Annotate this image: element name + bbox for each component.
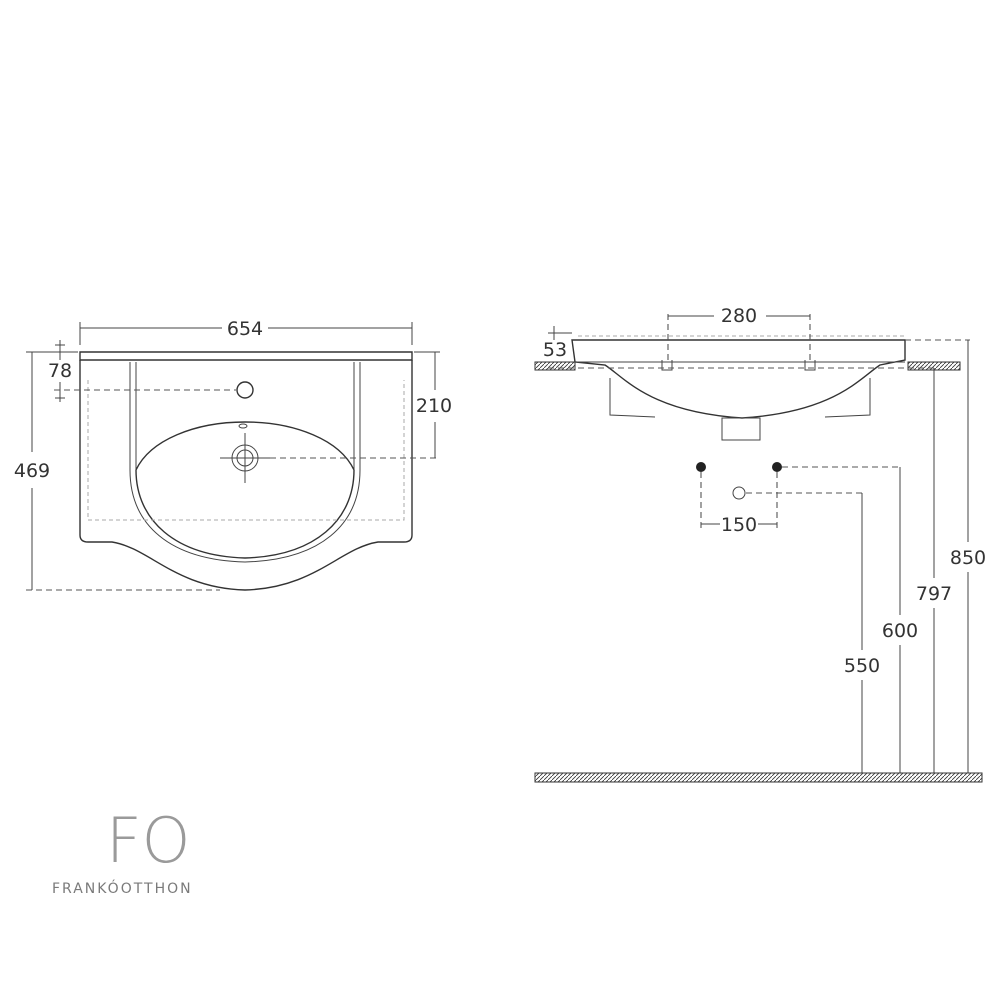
- logo-letters: FO: [106, 804, 190, 877]
- dim-overflow-depth: 210: [416, 395, 452, 417]
- dim-height-valves: 600: [882, 620, 918, 642]
- dim-valve-spacing: 150: [721, 514, 757, 536]
- dim-tap-spacing: 280: [721, 305, 757, 327]
- dim-width: 654: [227, 318, 263, 340]
- drain-pipe-icon: [732, 486, 746, 500]
- dim-height-drain: 550: [844, 655, 880, 677]
- top-view: 654 469 78 210: [14, 318, 452, 591]
- basin-bowl: [135, 421, 355, 559]
- counter-left: [534, 361, 576, 371]
- brand-logo: FO FRANKÓOTTHON: [52, 804, 193, 897]
- floor: [534, 772, 983, 783]
- basin-inner-deck: [129, 362, 361, 563]
- overflow-hole: [238, 423, 248, 429]
- dim-total-depth: 469: [14, 460, 50, 482]
- basin-side-profile: [571, 339, 906, 419]
- valve-right-icon: [772, 462, 782, 472]
- dim-height-top: 797: [916, 583, 952, 605]
- brand-name: FRANKÓOTTHON: [52, 879, 193, 897]
- side-view: 280 53 150 550 600 797 850: [534, 305, 986, 783]
- basin-rim-top: [79, 351, 413, 361]
- valve-left-icon: [696, 462, 706, 472]
- dim-height-rim: 850: [950, 547, 986, 569]
- dim-rim-thickness: 53: [543, 339, 567, 361]
- drain-stub: [721, 417, 761, 441]
- tap-hole: [236, 381, 254, 399]
- drain-icon: [220, 433, 270, 483]
- basin-outline: [79, 360, 413, 591]
- dim-tap-depth: 78: [48, 360, 72, 382]
